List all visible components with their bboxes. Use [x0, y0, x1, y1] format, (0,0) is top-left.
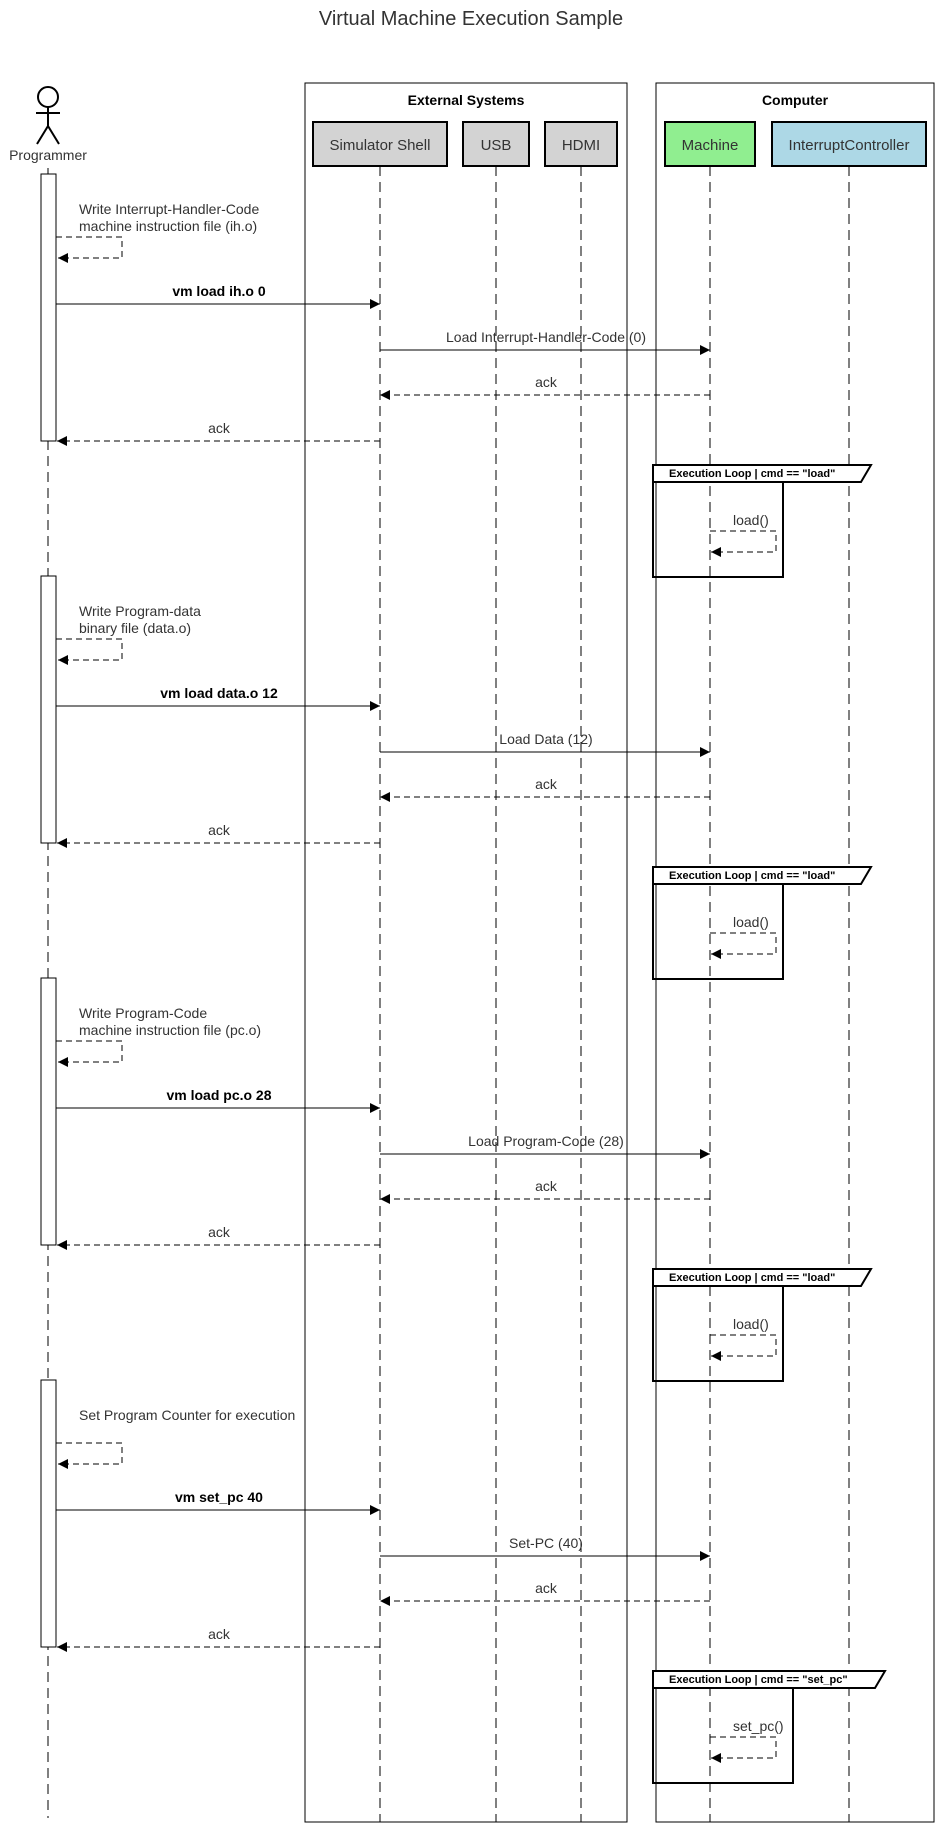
- loop-label-tab: [652, 1670, 887, 1689]
- command-label: vm load data.o 12: [160, 685, 278, 701]
- participant-box-intc: [771, 121, 927, 167]
- reply-label: ack: [535, 776, 558, 792]
- request-label: Load Interrupt-Handler-Code (0): [446, 329, 646, 345]
- self-message-arrow: [56, 1040, 123, 1067]
- diagram-title: Virtual Machine Execution Sample: [319, 8, 623, 30]
- activation-bar: [40, 977, 57, 1246]
- final-reply-label: ack: [208, 420, 231, 436]
- participant-box-hdmi: [544, 121, 618, 167]
- loop-label: Execution Loop | cmd == "load": [669, 870, 835, 882]
- phase-3: Set Program Counter for execution vm set_…: [40, 1379, 887, 1784]
- loop-call-label: set_pc(): [733, 1718, 784, 1734]
- participant-simulator-shell: Simulator Shell: [312, 121, 448, 167]
- participant-hdmi: HDMI: [544, 121, 618, 167]
- self-message-arrow: [56, 638, 123, 665]
- loop-call-label: load(): [733, 1316, 769, 1332]
- note-text: machine instruction file (ih.o): [79, 218, 257, 234]
- participant-box-usb: [462, 121, 530, 167]
- box-external-systems: External Systems: [304, 82, 628, 1823]
- note-text: Set Program Counter for execution: [79, 1407, 295, 1423]
- loop-call-label: load(): [733, 512, 769, 528]
- participant-label-usb: USB: [481, 137, 512, 154]
- participant-machine: Machine: [664, 121, 756, 167]
- loop-call-arrow: [710, 1334, 777, 1361]
- participant-label-shell: Simulator Shell: [330, 137, 431, 154]
- participant-label-machine: Machine: [682, 137, 739, 154]
- activation-bar: [40, 1379, 57, 1648]
- box-title-external: External Systems: [408, 92, 525, 108]
- request-label: Load Data (12): [499, 731, 592, 747]
- reply-label: ack: [535, 374, 558, 390]
- note-text: Write Program-Code: [79, 1005, 207, 1021]
- loop-label-tab: [652, 1268, 873, 1287]
- box-computer: Computer: [655, 82, 935, 1823]
- loop-call-label: load(): [733, 914, 769, 930]
- note-text: machine instruction file (pc.o): [79, 1022, 261, 1038]
- reply-label: ack: [535, 1580, 558, 1596]
- loop-call-arrow: [710, 932, 777, 959]
- loop-label: Execution Loop | cmd == "set_pc": [669, 1674, 848, 1686]
- actor-programmer: Programmer: [9, 86, 87, 163]
- request-label: Load Program-Code (28): [468, 1133, 624, 1149]
- loop-call-arrow: [710, 1736, 777, 1763]
- actor-label: Programmer: [9, 147, 87, 163]
- reply-label: ack: [535, 1178, 558, 1194]
- activation-bar: [40, 173, 57, 442]
- note-text: binary file (data.o): [79, 620, 191, 636]
- loop-call-arrow: [710, 530, 777, 557]
- participant-usb: USB: [462, 121, 530, 167]
- final-reply-label: ack: [208, 1224, 231, 1240]
- note-text: Write Interrupt-Handler-Code: [79, 201, 259, 217]
- participant-label-hdmi: HDMI: [562, 137, 600, 154]
- box-title-computer: Computer: [762, 92, 829, 108]
- note-text: Write Program-data: [79, 603, 201, 619]
- final-reply-label: ack: [208, 1626, 231, 1642]
- participant-label-intc: InterruptController: [789, 137, 910, 154]
- loop-label-tab: [652, 464, 873, 483]
- loop-label: Execution Loop | cmd == "load": [669, 468, 835, 480]
- command-label: vm load pc.o 28: [166, 1087, 271, 1103]
- request-label: Set-PC (40): [509, 1535, 583, 1551]
- activation-bar: [40, 575, 57, 844]
- loop-label-tab: [652, 866, 873, 885]
- self-message-arrow: [56, 1442, 123, 1469]
- loop-label: Execution Loop | cmd == "load": [669, 1272, 835, 1284]
- participant-interrupt-controller: InterruptController: [771, 121, 927, 167]
- command-label: vm load ih.o 0: [172, 283, 266, 299]
- command-label: vm set_pc 40: [175, 1489, 263, 1505]
- self-message-arrow: [56, 236, 123, 263]
- final-reply-label: ack: [208, 822, 231, 838]
